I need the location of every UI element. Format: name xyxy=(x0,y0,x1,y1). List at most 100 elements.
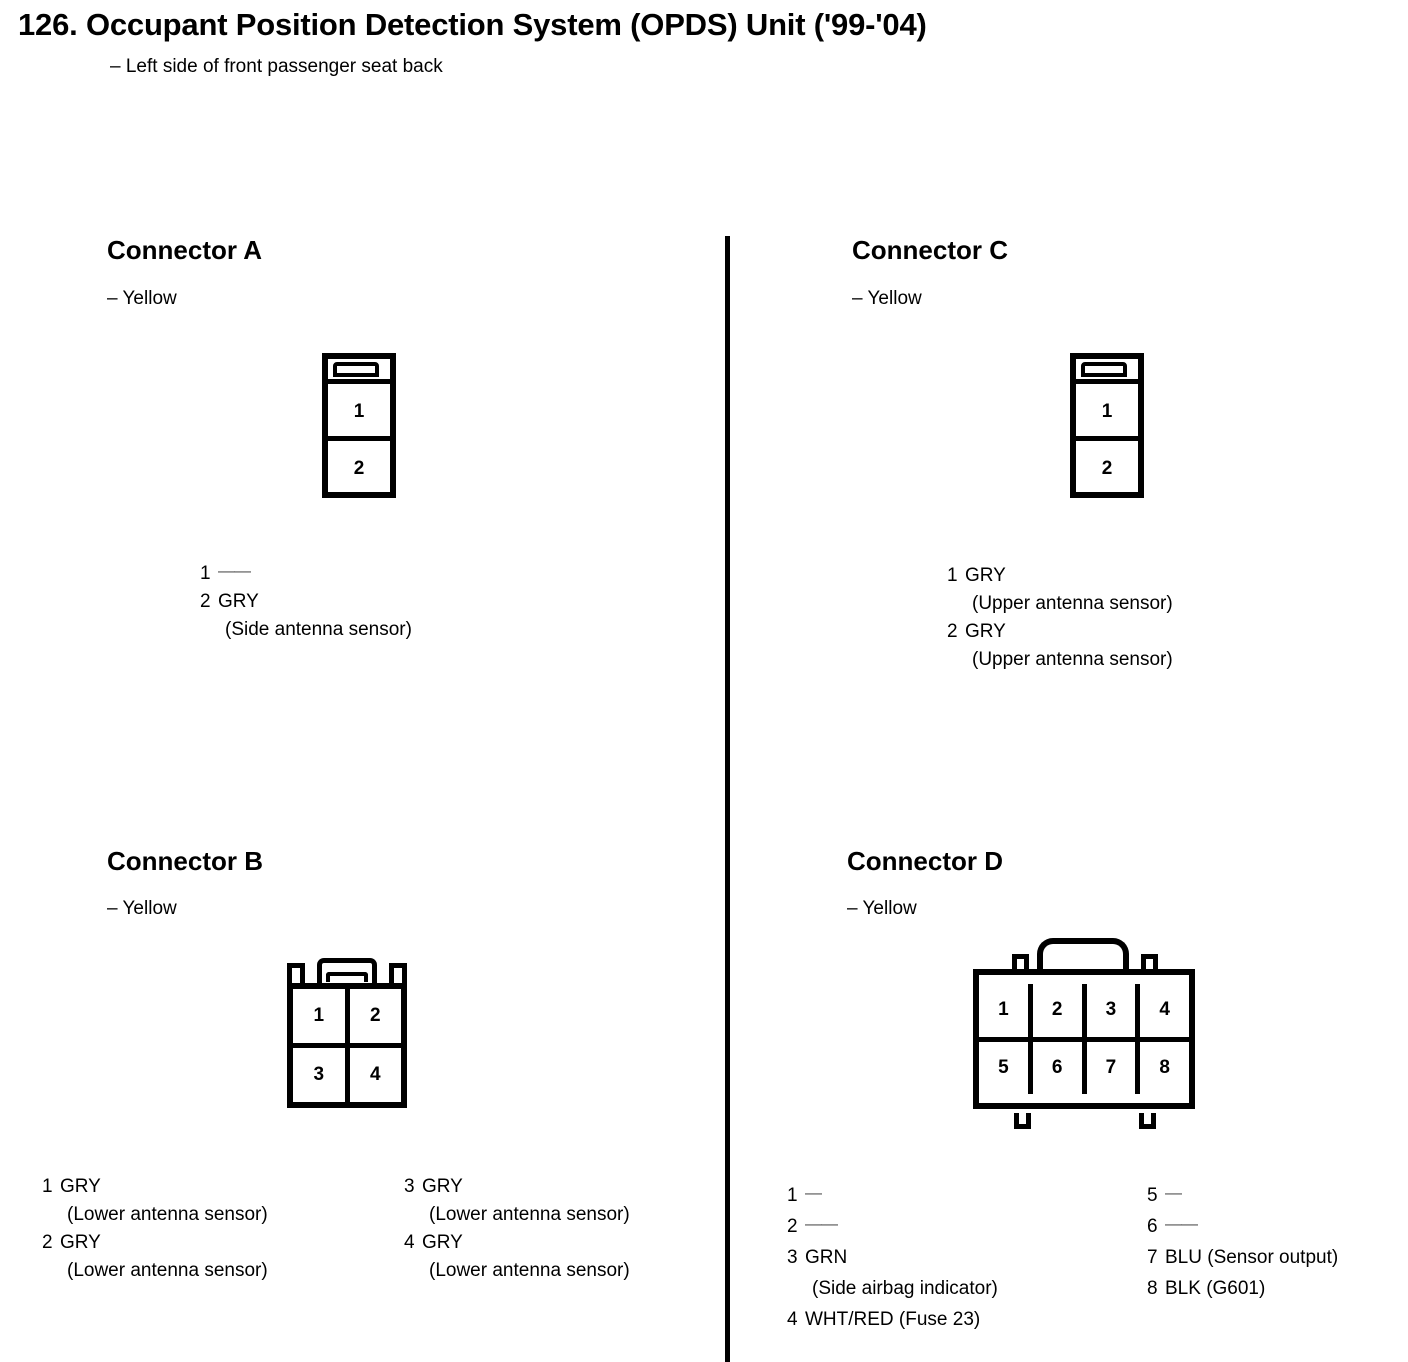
pin-row: 8 BLK (G601) xyxy=(1147,1273,1338,1304)
pin-wire-color: GRN xyxy=(805,1247,848,1268)
pin-number: 4 xyxy=(404,1232,415,1253)
latch-handle-inner-icon xyxy=(326,972,368,982)
top-right-tab-icon xyxy=(1141,954,1158,970)
vertical-divider xyxy=(725,236,730,1362)
pin-row: 5— xyxy=(1147,1180,1338,1211)
pin-cell-3: 3 xyxy=(1086,984,1136,1037)
pin-unused-dash: —— xyxy=(805,1214,838,1233)
pin-cell-7: 7 xyxy=(1086,1041,1136,1094)
pin-unused-dash: — xyxy=(805,1183,822,1202)
pin-wire-color: GRY xyxy=(422,1232,463,1253)
pin-number: 2 xyxy=(42,1232,53,1253)
pin-description: (Upper antenna sensor) xyxy=(972,649,1173,670)
pin-number: 1 xyxy=(200,563,211,584)
connector-b-diagram: 1 2 3 4 xyxy=(284,958,410,1110)
pin-description: (Side airbag indicator) xyxy=(812,1278,998,1299)
pin-number: 7 xyxy=(1147,1247,1158,1268)
pin-row: 7 BLU (Sensor output) xyxy=(1147,1242,1338,1273)
pin-row: 2 GRY (Side antenna sensor) xyxy=(200,588,412,644)
pin-row: 1 GRY (Lower antenna sensor) xyxy=(42,1173,268,1229)
bottom-right-tab-icon xyxy=(1139,1113,1156,1129)
pin-wire-color: GRY xyxy=(60,1176,101,1197)
pin-cell-8: 8 xyxy=(1140,1041,1189,1094)
pin-number: 1 xyxy=(947,565,958,586)
connector-d-color: – Yellow xyxy=(847,898,917,919)
pin-description: (Lower antenna sensor) xyxy=(67,1260,268,1281)
connector-d-diagram: 1 2 3 4 5 6 7 8 xyxy=(963,938,1203,1138)
pin-unused-dash: —— xyxy=(218,561,251,580)
pin-cell-2: 2 xyxy=(1076,436,1138,492)
pin-wire-color: GRY xyxy=(965,621,1006,642)
pin-description: (Upper antenna sensor) xyxy=(972,593,1173,614)
pin-wire-color: BLU (Sensor output) xyxy=(1165,1247,1339,1268)
pin-cell-1: 1 xyxy=(328,379,390,436)
pin-number: 1 xyxy=(787,1185,798,1206)
connector-b-title: Connector B xyxy=(107,846,263,876)
pin-unused-dash: — xyxy=(1165,1183,1182,1202)
connector-d-title: Connector D xyxy=(847,846,1003,876)
connector-body: 1 2 3 4 xyxy=(287,983,407,1108)
pin-number: 2 xyxy=(947,621,958,642)
connector-c-title: Connector C xyxy=(852,235,1008,265)
pin-row: 3 GRY (Lower antenna sensor) xyxy=(404,1173,630,1229)
page-subtitle: – Left side of front passenger seat back xyxy=(110,56,443,77)
connector-body: 1 2 3 4 5 6 7 8 xyxy=(973,969,1195,1109)
pin-row: 2 GRY (Lower antenna sensor) xyxy=(42,1229,268,1285)
pin-number: 8 xyxy=(1147,1278,1158,1299)
pin-cell-5: 5 xyxy=(979,1041,1028,1094)
connector-panel-b: Connector B – Yellow 1 2 3 4 xyxy=(0,838,725,1362)
pin-wire-color: GRY xyxy=(218,591,259,612)
latch-tab-icon xyxy=(333,362,379,377)
pin-cell-4: 4 xyxy=(1140,984,1189,1037)
latch-handle-icon xyxy=(1037,938,1129,970)
connector-a-diagram: 1 2 xyxy=(322,353,396,498)
pin-wire-color: GRY xyxy=(60,1232,101,1253)
pin-row: 1 GRY (Upper antenna sensor) xyxy=(947,562,1173,618)
page-title: 126. Occupant Position Detection System … xyxy=(18,7,927,42)
connector-a-pin-list: 1 —— 2 GRY (Side antenna sensor) xyxy=(200,560,412,644)
pin-number: 3 xyxy=(404,1176,415,1197)
pin-cell-1: 1 xyxy=(1076,379,1138,436)
pin-cell-2: 2 xyxy=(349,989,401,1043)
top-left-tab-icon xyxy=(1012,954,1029,970)
pin-row: 1 —— xyxy=(200,560,412,588)
pin-cell-4: 4 xyxy=(349,1048,401,1102)
pin-description: (Lower antenna sensor) xyxy=(429,1204,630,1225)
connector-panel-a: Connector A – Yellow 1 2 xyxy=(0,225,725,845)
pin-cell-6: 6 xyxy=(1032,1041,1082,1094)
pin-row: 2 —— xyxy=(787,1211,998,1242)
pin-row: 4 GRY (Lower antenna sensor) xyxy=(404,1229,630,1285)
latch-tab-icon xyxy=(1081,362,1127,377)
pin-row: 2 GRY (Upper antenna sensor) xyxy=(947,618,1173,674)
pin-description: (Lower antenna sensor) xyxy=(429,1260,630,1281)
pin-number: 4 xyxy=(787,1309,798,1330)
pin-row: 6—— xyxy=(1147,1211,1338,1242)
pin-number: 5 xyxy=(1147,1185,1158,1206)
pin-cell-1: 1 xyxy=(293,989,345,1043)
connector-c-diagram: 1 2 xyxy=(1070,353,1144,498)
right-ear-icon xyxy=(389,963,407,986)
pin-row: 1— xyxy=(787,1180,998,1211)
bottom-left-tab-icon xyxy=(1014,1113,1031,1129)
connector-a-color: – Yellow xyxy=(107,288,177,309)
pin-number: 2 xyxy=(787,1216,798,1237)
pin-wire-color: BLK (G601) xyxy=(1165,1278,1266,1299)
pin-number: 2 xyxy=(200,591,211,612)
connector-b-color: – Yellow xyxy=(107,898,177,919)
pin-description: (Side antenna sensor) xyxy=(225,619,412,640)
pin-number: 3 xyxy=(787,1247,798,1268)
pin-cell-3: 3 xyxy=(293,1048,345,1102)
pin-wire-color: GRY xyxy=(422,1176,463,1197)
pin-description: (Lower antenna sensor) xyxy=(67,1204,268,1225)
pin-cell-2: 2 xyxy=(328,436,390,492)
pin-number: 1 xyxy=(42,1176,53,1197)
pin-row: 3 GRN (Side airbag indicator) xyxy=(787,1242,998,1304)
pin-grid: 1 2 3 4 5 6 7 8 xyxy=(979,984,1189,1094)
pin-cell-1: 1 xyxy=(979,984,1028,1037)
pin-wire-color: GRY xyxy=(965,565,1006,586)
